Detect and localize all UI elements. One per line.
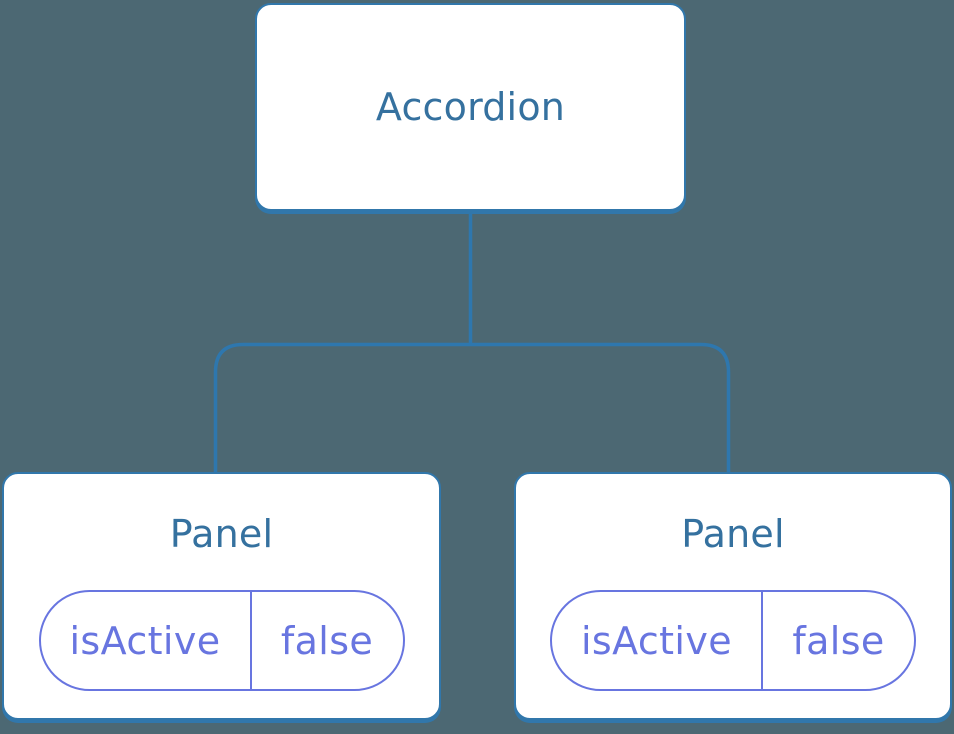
state-pill: isActive false xyxy=(38,590,405,691)
accordion-node: Accordion xyxy=(255,3,686,211)
connector-bracket xyxy=(213,342,731,474)
state-value-label: false xyxy=(280,618,374,663)
panel-node-left: Panel isActive false xyxy=(2,472,441,720)
accordion-node-label: Accordion xyxy=(375,85,566,129)
panel-node-label: Panel xyxy=(681,512,785,556)
panel-node-label: Panel xyxy=(169,512,274,556)
state-value-label: false xyxy=(792,618,885,663)
state-pill: isActive false xyxy=(550,590,916,691)
state-key-label: isActive xyxy=(552,592,764,689)
panel-node-right: Panel isActive false xyxy=(514,472,952,720)
state-key-label: isActive xyxy=(41,592,252,689)
